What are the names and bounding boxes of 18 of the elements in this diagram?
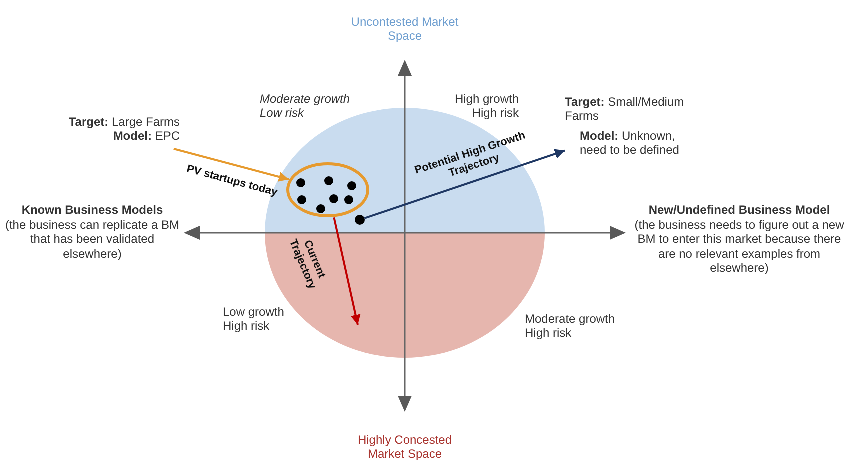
quadrant-label: High growth High risk (454, 92, 519, 121)
arrow (333, 217, 361, 326)
target-note: Target: Small/Medium Farms (565, 95, 686, 124)
edge-label: PV startups today (184, 162, 280, 200)
quadrant-label: Moderate growth Low risk (260, 92, 352, 121)
quadrant-label: Moderate growth High risk (525, 312, 616, 341)
target-note: Model: Unknown, need to be defined (580, 128, 680, 158)
axis-label: Uncontested Market Space (350, 15, 460, 44)
axis-label: Known Business Models (20, 203, 164, 218)
axis-label: Highly Concested Market Space (356, 433, 454, 462)
target-note: Model: EPC (112, 129, 180, 144)
quadrant-label: Low growth High risk (223, 305, 286, 334)
axis-description: (the business needs to figure out a new BM to enter this market because there are no relevant examples from elsewhere) (634, 218, 846, 276)
arrow (364, 149, 566, 220)
arrow (174, 148, 290, 182)
axis-description: (the business can replicate a BM that has been validated elsewhere) (5, 218, 180, 262)
target-note: Target: Large Farms (68, 115, 180, 130)
axis-label: New/Undefined Business Model (648, 203, 832, 218)
